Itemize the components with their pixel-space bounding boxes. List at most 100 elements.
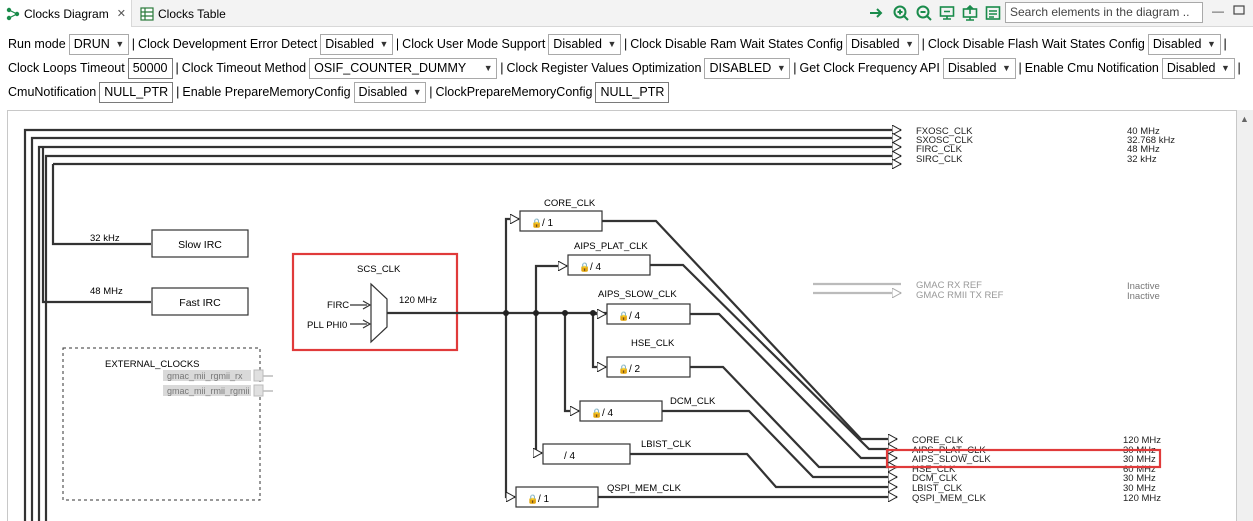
fast-irc-label: Fast IRC (179, 297, 221, 309)
separator: | (623, 37, 628, 51)
divider-name: CORE_CLK (544, 198, 596, 209)
bottom-outputs: CORE_CLK AIPS_PLAT_CLK AIPS_SLOW_CLK HSE… (912, 435, 1161, 504)
chevron-down-icon: ▼ (115, 39, 125, 49)
ram-wait-select[interactable]: Disabled▼ (846, 33, 919, 55)
bottom-output-lbist: LBIST_CLK (912, 483, 963, 494)
separator: | (175, 61, 179, 75)
scs-clk-mux[interactable]: SCS_CLK FIRC PLL PHI0 120 MHz (307, 264, 437, 344)
gmac-tx-status: Inactive (1127, 291, 1160, 302)
arrow-right-icon[interactable] (868, 4, 886, 22)
gmac-rx-ref: GMAC RX REF (916, 280, 982, 291)
dev-error-label: Clock Development Error Detect (138, 37, 318, 51)
divider-dcm[interactable]: DCM_CLK 🔒 / 4 (579, 396, 716, 422)
tab-clocks-table[interactable]: Clocks Table (136, 0, 226, 27)
cmu-notification-label: CmuNotification (8, 85, 97, 99)
slow-irc-label: Slow IRC (178, 239, 222, 251)
top-output-firc: FIRC_CLK (916, 144, 963, 155)
run-mode-select[interactable]: DRUN▼ (68, 33, 129, 55)
gmac-rmii-tx-ref: GMAC RMII TX REF (916, 290, 1004, 301)
slow-irc-block[interactable]: Slow IRC (151, 229, 249, 258)
divider-name: AIPS_SLOW_CLK (598, 289, 677, 300)
get-freq-select[interactable]: Disabled▼ (942, 57, 1016, 79)
bottom-output-core: CORE_CLK (912, 435, 964, 446)
legend-icon[interactable] (984, 4, 1002, 22)
fit-screen-icon[interactable] (938, 4, 956, 22)
separator: | (1018, 61, 1022, 75)
clocks-diagram-canvas[interactable]: FXOSC_CLK SXOSC_CLK FIRC_CLK SIRC_CLK 40… (7, 110, 1237, 521)
config-row-2: Clock Loops Timeout 50000 | Clock Timeou… (8, 56, 1244, 80)
table-icon (140, 6, 154, 21)
diagram-icon (6, 7, 20, 21)
editor-tab-bar: Clocks Diagram ✕ Clocks Table Search ele… (0, 0, 1253, 27)
ram-wait-label: Clock Disable Ram Wait States Config (630, 37, 843, 51)
top-freq-fxosc: 40 MHz (1127, 126, 1160, 137)
divider-output-wires (598, 219, 897, 497)
separator: | (500, 61, 504, 75)
prepare-mem-value: Disabled (358, 85, 408, 99)
vertical-scrollbar[interactable]: ▲ (1237, 110, 1253, 521)
divider-qspi-mem[interactable]: QSPI_MEM_CLK 🔒 / 1 (515, 483, 682, 508)
dev-error-select[interactable]: Disabled▼ (320, 33, 393, 55)
top-outputs: FXOSC_CLK SXOSC_CLK FIRC_CLK SIRC_CLK 40… (916, 126, 1175, 165)
separator: | (1237, 61, 1241, 75)
flash-wait-label: Clock Disable Flash Wait States Config (927, 37, 1145, 51)
chevron-down-icon: ▼ (776, 63, 786, 73)
scroll-up-icon[interactable]: ▲ (1240, 114, 1249, 124)
config-row-1: Run mode DRUN▼ | Clock Development Error… (8, 32, 1230, 56)
separator: | (395, 37, 400, 51)
top-output-sirc: SIRC_CLK (916, 154, 963, 165)
tab-label: Clocks Diagram (24, 6, 109, 21)
external-clocks-group: EXTERNAL_CLOCKS gmac_mii_rgmii_rx gmac_m… (62, 347, 273, 501)
bottom-freq-aips-slow: 30 MHz (1123, 454, 1156, 465)
close-icon[interactable]: ✕ (116, 8, 126, 20)
loops-timeout-input[interactable]: 50000 (127, 57, 173, 79)
maximize-icon[interactable] (1230, 4, 1248, 20)
export-icon[interactable] (961, 4, 979, 22)
dev-error-value: Disabled (325, 37, 374, 51)
tab-clocks-diagram[interactable]: Clocks Diagram ✕ (0, 0, 132, 27)
search-input[interactable]: Search elements in the diagram .. (1005, 2, 1203, 23)
separator: | (793, 61, 797, 75)
gmac-inactive: GMAC RX REF GMAC RMII TX REF Inactive In… (813, 280, 1160, 302)
cmu-notif-select[interactable]: Disabled▼ (1161, 57, 1235, 79)
timeout-method-select[interactable]: OSIF_COUNTER_DUMMY▼ (309, 57, 498, 79)
flash-wait-select[interactable]: Disabled▼ (1147, 33, 1221, 55)
clock-prepare-mem-input[interactable]: NULL_PTR (595, 81, 670, 103)
external-clock-item[interactable]: gmac_mii_rgmii_rx (167, 371, 243, 381)
cmu-notification-input[interactable]: NULL_PTR (99, 81, 174, 103)
divider-value: / 4 (564, 451, 576, 462)
external-clock-item[interactable]: gmac_mii_rmii_rgmii (167, 386, 250, 396)
bottom-freq-lbist: 30 MHz (1123, 483, 1156, 494)
scs-input-pll: PLL PHI0 (307, 320, 347, 331)
diagram-svg: FXOSC_CLK SXOSC_CLK FIRC_CLK SIRC_CLK 40… (23, 111, 1175, 521)
chevron-down-icon: ▼ (1002, 63, 1011, 73)
divider-core[interactable]: CORE_CLK 🔒 / 1 (519, 198, 603, 232)
loops-timeout-label: Clock Loops Timeout (8, 61, 125, 75)
scs-title: SCS_CLK (357, 264, 401, 275)
reg-opt-select[interactable]: DISABLED▼ (704, 57, 791, 79)
scs-freq: 120 MHz (399, 295, 437, 306)
top-bus-wires (23, 130, 901, 521)
chevron-down-icon: ▼ (1221, 63, 1230, 73)
zoom-out-icon[interactable] (915, 4, 933, 22)
zoom-in-icon[interactable] (892, 4, 910, 22)
divider-lbist[interactable]: LBIST_CLK / 4 (542, 439, 692, 465)
divider-hse[interactable]: HSE_CLK 🔒 / 2 (606, 338, 691, 378)
divider-name: LBIST_CLK (641, 439, 692, 450)
fast-irc-block[interactable]: Fast IRC (151, 287, 249, 316)
separator: | (429, 85, 433, 99)
user-mode-select[interactable]: Disabled▼ (548, 33, 621, 55)
divider-aips-slow[interactable]: AIPS_SLOW_CLK 🔒 / 4 (598, 289, 691, 325)
bottom-freq-core: 120 MHz (1123, 435, 1161, 446)
top-output-sxosc: SXOSC_CLK (916, 135, 974, 146)
prepare-mem-select[interactable]: Disabled▼ (353, 81, 427, 103)
slow-irc-freq: 32 kHz (90, 233, 120, 244)
bottom-freq-qspi-mem: 120 MHz (1123, 493, 1161, 504)
scs-input-firc: FIRC (327, 300, 349, 311)
divider-name: QSPI_MEM_CLK (607, 483, 682, 494)
separator: | (131, 37, 136, 51)
lock-icon: 🔒 (618, 364, 629, 374)
divider-aips-plat[interactable]: AIPS_PLAT_CLK 🔒 / 4 (567, 241, 651, 276)
divider-value: / 4 (590, 262, 602, 273)
minimize-icon[interactable]: — (1212, 4, 1224, 18)
